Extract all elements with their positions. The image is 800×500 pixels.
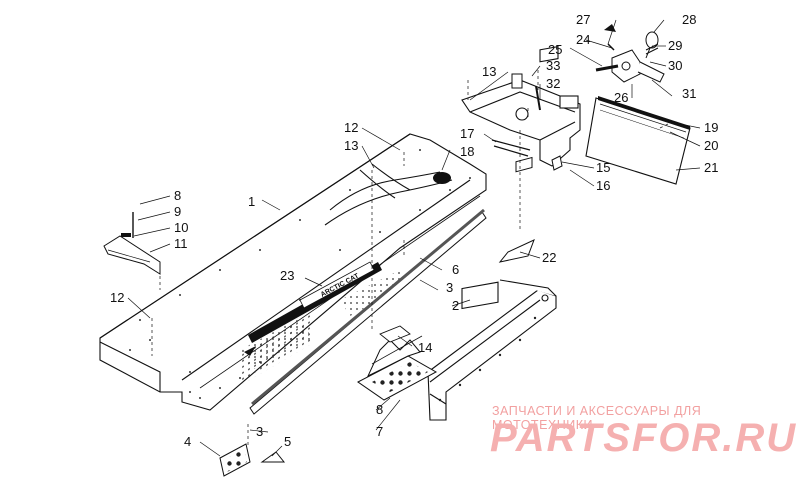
callout-25: 25 xyxy=(548,42,562,57)
watermark-tagline: ЗАПЧАСТИ И АКСЕССУАРЫ ДЛЯ МОТОТЕХНИКИ xyxy=(492,404,702,432)
callout-28: 28 xyxy=(682,12,696,27)
flap-top-edge xyxy=(598,96,690,130)
callouts: 1 2 3 3 4 5 6 7 8 8 9 10 11 12 12 13 13 … xyxy=(110,12,718,449)
hitch-assembly xyxy=(611,31,665,83)
rear-bumper xyxy=(427,279,557,421)
strip-32 xyxy=(535,85,541,111)
washer-9 xyxy=(121,233,131,237)
callout-26: 26 xyxy=(614,90,628,105)
callout-8a: 8 xyxy=(174,188,181,203)
washer-15 xyxy=(551,155,563,171)
reflector-22 xyxy=(498,239,535,263)
callout-13b: 13 xyxy=(482,64,496,79)
plate-holes xyxy=(372,362,428,392)
callout-16: 16 xyxy=(596,178,610,193)
callout-14: 14 xyxy=(418,340,432,355)
clip-5 xyxy=(260,451,286,463)
callout-30: 30 xyxy=(668,58,682,73)
callout-31: 31 xyxy=(682,86,696,101)
callout-19: 19 xyxy=(704,120,718,135)
callout-22: 22 xyxy=(542,250,556,265)
callout-1: 1 xyxy=(248,194,255,209)
vent-perforation xyxy=(240,318,312,370)
callout-3b: 3 xyxy=(256,424,263,439)
callout-29: 29 xyxy=(668,38,682,53)
callout-8b: 8 xyxy=(376,402,383,417)
pin-25 xyxy=(595,64,619,72)
callout-18: 18 xyxy=(460,144,474,159)
nut-16 xyxy=(515,156,533,173)
callout-12b: 12 xyxy=(344,120,358,135)
leader-lines xyxy=(127,19,701,457)
callout-7: 7 xyxy=(376,424,383,439)
callout-3a: 3 xyxy=(446,280,453,295)
watermark-logo: PARTSFOR.RU xyxy=(490,416,798,460)
callout-24: 24 xyxy=(576,32,590,47)
callout-4: 4 xyxy=(184,434,191,449)
upper-bracket xyxy=(461,45,581,167)
callout-17: 17 xyxy=(460,126,474,141)
spring-29 xyxy=(645,43,659,55)
callout-6: 6 xyxy=(452,262,459,277)
bolt-17 xyxy=(491,139,531,157)
callout-21: 21 xyxy=(704,160,718,175)
vent-perforation-2 xyxy=(340,270,410,316)
callout-2: 2 xyxy=(452,298,459,313)
callout-12a: 12 xyxy=(110,290,124,305)
plate-4-holes xyxy=(224,449,247,472)
callout-20: 20 xyxy=(704,138,718,153)
arrow-decal xyxy=(244,346,256,356)
callout-23: 23 xyxy=(280,268,294,283)
cap-18 xyxy=(433,172,451,184)
left-bracket xyxy=(103,235,161,275)
screw-27 xyxy=(607,43,615,51)
slide-rail xyxy=(249,208,487,415)
callout-9: 9 xyxy=(174,204,181,219)
callout-10: 10 xyxy=(174,220,188,235)
callout-11: 11 xyxy=(174,236,188,251)
bracket-14 xyxy=(379,325,411,343)
callout-13a: 13 xyxy=(344,138,358,153)
phantom-lines xyxy=(151,70,673,448)
tape-33 xyxy=(511,73,523,89)
callout-32: 32 xyxy=(546,76,560,91)
callout-15: 15 xyxy=(596,160,610,175)
bumper-holes xyxy=(438,316,537,402)
callout-5: 5 xyxy=(284,434,291,449)
callout-27: 27 xyxy=(576,12,590,27)
callout-33: 33 xyxy=(546,58,560,73)
